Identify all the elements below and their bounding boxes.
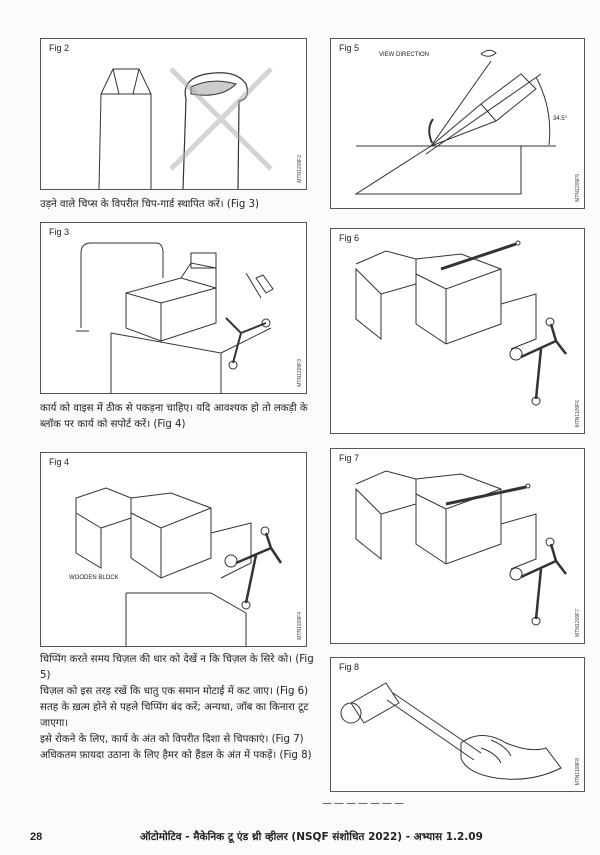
figure-code: MTN1209F5 bbox=[575, 174, 581, 202]
figure-code: MTN1209F3 bbox=[297, 359, 303, 387]
figure-code: MTN1209F7 bbox=[575, 609, 581, 637]
vice-with-wooden-block-illustration bbox=[75, 487, 283, 646]
figure-3: Fig 3 MTN1209F3 bbox=[40, 222, 307, 394]
hammer-grip-illustration bbox=[340, 682, 562, 780]
instruction-text: उड़ने वाले चिप्स के विपरीत चिप-गार्ड स्थ… bbox=[40, 197, 259, 213]
figure-label: Fig 5 bbox=[339, 43, 360, 53]
paragraph: उड़ने वाले चिप्स के विपरीत चिप-गार्ड स्थ… bbox=[40, 199, 259, 210]
figure-6: Fig 6 MTN1109F6 bbox=[330, 228, 585, 434]
angle-annotation: 34.5° bbox=[553, 116, 568, 122]
chisel-heads-illustration bbox=[98, 67, 273, 189]
figure-code: MTN1109F6 bbox=[575, 399, 581, 427]
instruction-text: चिप्पिंग करते समय चिज़ल की धार को देखें … bbox=[40, 652, 318, 764]
paragraph: कार्य को वाइस में ठीक से पकड़ना चाहिए। य… bbox=[40, 403, 308, 430]
vice-with-chip-guard-illustration bbox=[76, 242, 274, 393]
figure-8: Fig 8 MTN1109F8 bbox=[330, 657, 585, 792]
figure-code: MTN1209F2 bbox=[297, 155, 303, 183]
vice-reverse-chipping-illustration bbox=[355, 470, 567, 626]
figure-label: Fig 8 bbox=[339, 662, 360, 672]
figure-label: Fig 3 bbox=[49, 227, 70, 237]
figure-7: Fig 7 MTN1209F7 bbox=[330, 448, 585, 644]
chisel-angle-illustration bbox=[354, 49, 556, 195]
figure-code: MTN1109F8 bbox=[575, 757, 581, 785]
paragraph: अधिकतम फ़ायदा उठाना के लिए हैमर को हैंडल… bbox=[40, 750, 312, 761]
paragraph: सतह के ख़त्म होने से पहले चिप्पिंग बंद क… bbox=[40, 702, 309, 729]
footer-title: ऑटोमोटिव - मैकेनिक टू एंड थ्री व्हीलर (N… bbox=[140, 831, 483, 843]
figure-5: Fig 5 VIEW DIRECTION 34.5° MTN1209F5 bbox=[330, 38, 585, 209]
paragraph: चिज़ल को इस तरह रखें कि धातु एक समान मोट… bbox=[40, 686, 309, 697]
figure-label: Fig 2 bbox=[49, 43, 70, 53]
figure-label: Fig 4 bbox=[49, 457, 70, 467]
view-direction-annotation: VIEW DIRECTION bbox=[379, 52, 430, 58]
figure-label: Fig 7 bbox=[339, 453, 360, 463]
page-number: 28 bbox=[30, 831, 43, 843]
figure-4: Fig 4 WOODEN BLOCK MTN1209F4 bbox=[40, 452, 307, 647]
paragraph: इसे रोकने के लिए, कार्य के अंत को विपरीत… bbox=[40, 734, 304, 745]
figure-2: Fig 2 MTN1209F2 bbox=[40, 38, 307, 190]
vice-chisel-position-illustration bbox=[355, 240, 567, 406]
paragraph: चिप्पिंग करते समय चिज़ल की धार को देखें … bbox=[40, 654, 314, 681]
wooden-block-annotation: WOODEN BLOCK bbox=[69, 575, 119, 581]
section-separator: ——————— bbox=[322, 798, 406, 809]
instruction-text: कार्य को वाइस में ठीक से पकड़ना चाहिए। य… bbox=[40, 401, 318, 433]
figure-code: MTN1209F4 bbox=[297, 612, 303, 640]
figure-label: Fig 6 bbox=[339, 233, 360, 243]
